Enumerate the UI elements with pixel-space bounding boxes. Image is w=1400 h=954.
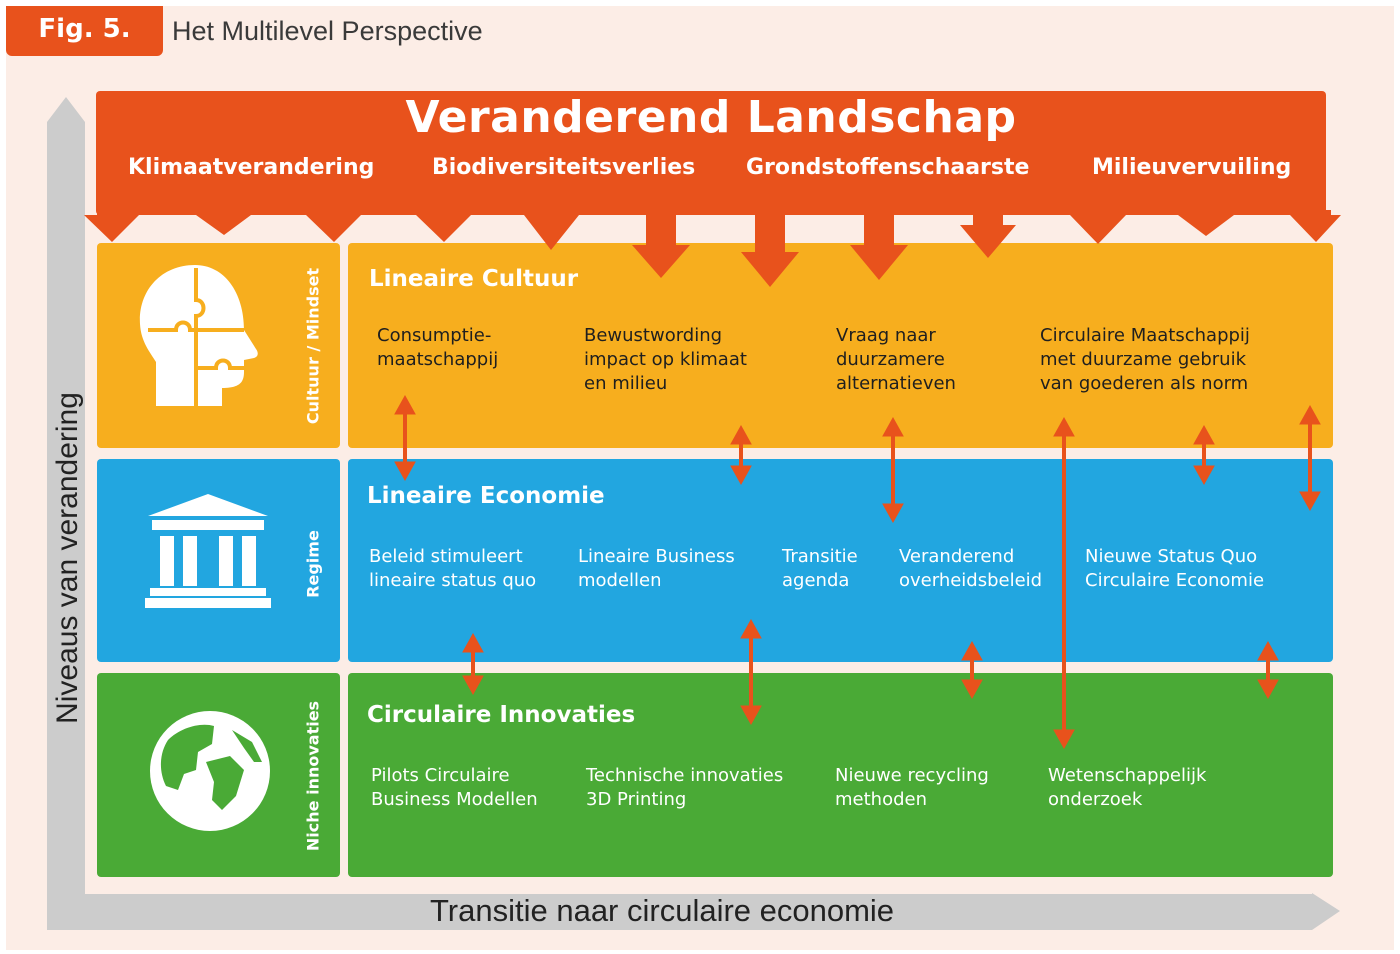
culture-item: Bewustwording impact op klimaat en milie…	[584, 325, 747, 394]
double-arrow-head	[882, 503, 904, 524]
head-puzzle-icon	[139, 265, 258, 406]
regime-item: Transitie agenda	[782, 546, 858, 591]
x-axis-label: Transitie naar circulaire economie	[430, 893, 895, 928]
government-building-icon	[145, 494, 271, 608]
double-arrow-head	[1299, 404, 1321, 425]
landscape-arrow	[960, 210, 1016, 258]
double-arrow-head	[730, 465, 752, 486]
regime-side-tile	[97, 459, 340, 662]
landscape-bar	[96, 91, 1326, 215]
double-arrow-head	[1257, 640, 1279, 661]
double-arrow-head	[1053, 729, 1075, 750]
driver-label: Milieuvervuiling	[1092, 155, 1292, 180]
landscape-arrow	[416, 210, 471, 242]
landscape-arrow	[1178, 210, 1234, 236]
regime-title: Lineaire Economie	[367, 483, 605, 509]
niche-item: Technische innovaties 3D Printing	[586, 765, 784, 810]
double-arrow-head	[462, 675, 484, 696]
regime-side-label: Regime	[303, 530, 323, 598]
double-arrow-head	[1257, 679, 1279, 700]
regime-item: Lineaire Business modellen	[578, 546, 735, 591]
driver-label: Grondstoffenschaarste	[746, 155, 1030, 180]
niche-item: Wetenschappelijk onderzoek	[1048, 765, 1207, 810]
landscape-arrow	[1290, 210, 1341, 242]
landscape-arrow	[632, 210, 690, 278]
double-arrow-head	[1299, 491, 1321, 512]
regime-item: Veranderend overheidsbeleid	[899, 546, 1043, 591]
niche-title: Circulaire Innovaties	[367, 702, 636, 728]
landscape-arrows	[84, 210, 1341, 287]
globe-icon	[150, 711, 270, 831]
figure-title: Het Multilevel Perspective	[172, 16, 483, 46]
culture-side-label: Cultuur / Mindset	[303, 267, 323, 425]
culture-item: Consumptie- maatschappij	[377, 325, 499, 370]
landscape-arrow	[84, 210, 139, 242]
niche-band	[348, 673, 1333, 877]
double-arrow-head	[1193, 465, 1215, 486]
double-arrow-head	[961, 679, 983, 700]
driver-label: Biodiversiteitsverlies	[432, 155, 696, 180]
landscape-arrow	[741, 210, 799, 287]
landscape-arrow	[524, 210, 579, 250]
double-arrow-head	[1193, 424, 1215, 445]
double-arrow-head	[882, 416, 904, 437]
interaction-arrows	[394, 394, 1321, 750]
double-arrow-head	[394, 461, 416, 482]
double-arrow-head	[394, 394, 416, 415]
regime-band	[348, 459, 1333, 662]
figure-badge: Fig. 5.	[6, 6, 163, 56]
niche-item: Nieuwe recycling methoden	[835, 765, 989, 810]
culture-title: Lineaire Cultuur	[369, 266, 579, 292]
niche-side-label: Niche innovaties	[303, 700, 323, 852]
double-arrow-head	[730, 424, 752, 445]
landscape-arrow	[306, 210, 361, 242]
double-arrow-head	[740, 618, 762, 639]
landscape-arrow	[196, 210, 251, 235]
driver-label: Klimaatverandering	[128, 155, 375, 180]
regime-item: Beleid stimuleert lineaire status quo	[369, 546, 537, 591]
double-arrow-head	[462, 632, 484, 653]
culture-item: Circulaire Maatschappij met duurzame geb…	[1040, 325, 1250, 394]
double-arrow-head	[740, 705, 762, 726]
landscape-arrow	[1070, 210, 1126, 244]
double-arrow-head	[961, 640, 983, 661]
y-axis-label: Niveaus van verandering	[51, 392, 84, 724]
niche-item: Pilots Circulaire Business Modellen	[371, 765, 538, 810]
landscape-title: Veranderend Landschap	[405, 92, 1017, 143]
culture-item: Vraag naar duurzamere alternatieven	[836, 325, 956, 394]
regime-item: Nieuwe Status Quo Circulaire Economie	[1085, 546, 1265, 591]
culture-band	[348, 243, 1333, 448]
landscape-arrow	[850, 210, 908, 280]
double-arrow-head	[1053, 416, 1075, 437]
